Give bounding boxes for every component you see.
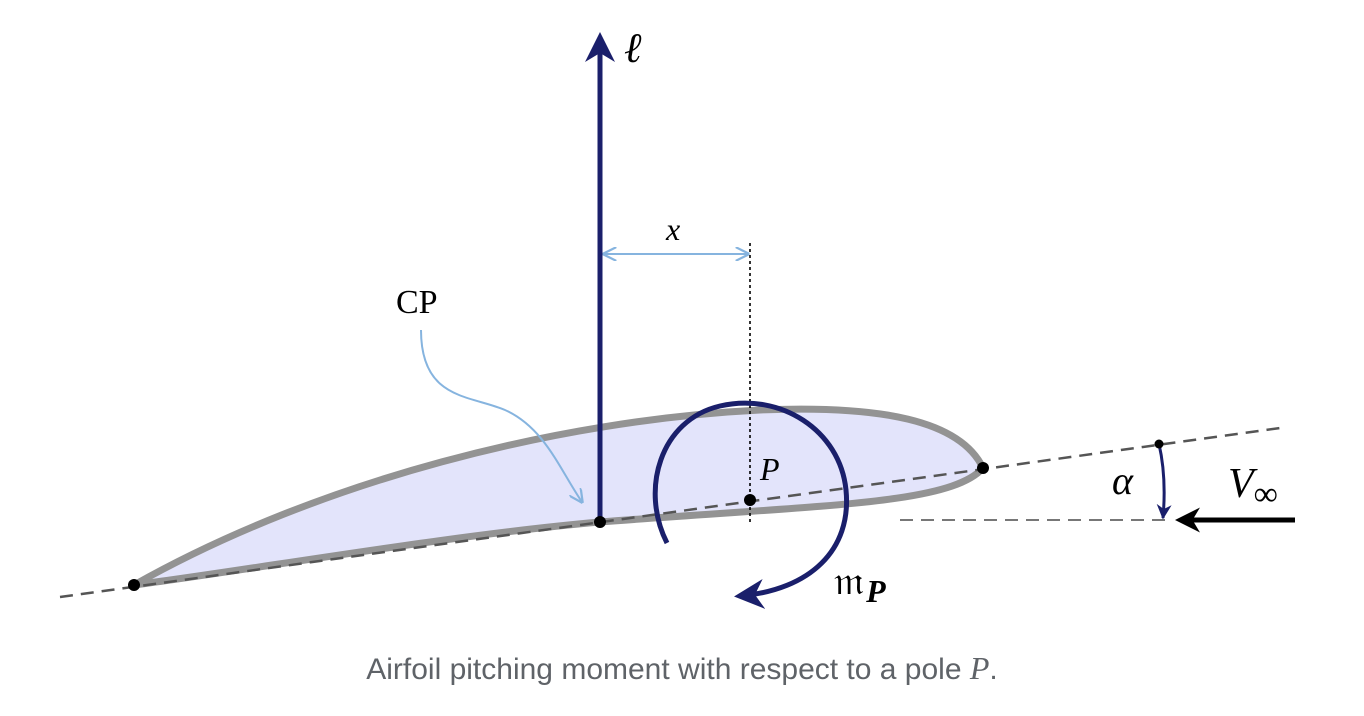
pole-label: P	[759, 451, 780, 487]
chord-line	[59, 426, 1281, 599]
moment-arc	[652, 400, 850, 609]
angle-marker-point	[1154, 439, 1164, 449]
angle-of-attack-label: α	[1112, 458, 1134, 503]
caption-pole: P	[969, 650, 990, 686]
moment-label: 𝔪P	[834, 558, 886, 609]
angle-of-attack-arc	[1156, 443, 1172, 520]
center-of-pressure-leader	[420, 329, 582, 502]
lift-label: ℓ	[624, 26, 642, 72]
freestream-label: V∞	[1228, 461, 1278, 513]
airfoil-diagram: ℓ x CP 𝔪P P α V∞	[59, 26, 1295, 609]
center-of-pressure-point	[594, 516, 606, 528]
pole-point	[744, 494, 756, 506]
figure-caption: Airfoil pitching moment with respect to …	[0, 640, 1364, 696]
freestream-subscript: ∞	[1254, 476, 1278, 513]
leading-edge-point	[128, 579, 140, 591]
moment-subscript: P	[865, 573, 886, 609]
caption-text: Airfoil pitching moment with respect to …	[366, 653, 970, 686]
caption-period: .	[989, 653, 998, 686]
center-of-pressure-label: CP	[396, 284, 438, 321]
distance-label: x	[665, 211, 680, 247]
trailing-edge-point	[977, 462, 989, 474]
